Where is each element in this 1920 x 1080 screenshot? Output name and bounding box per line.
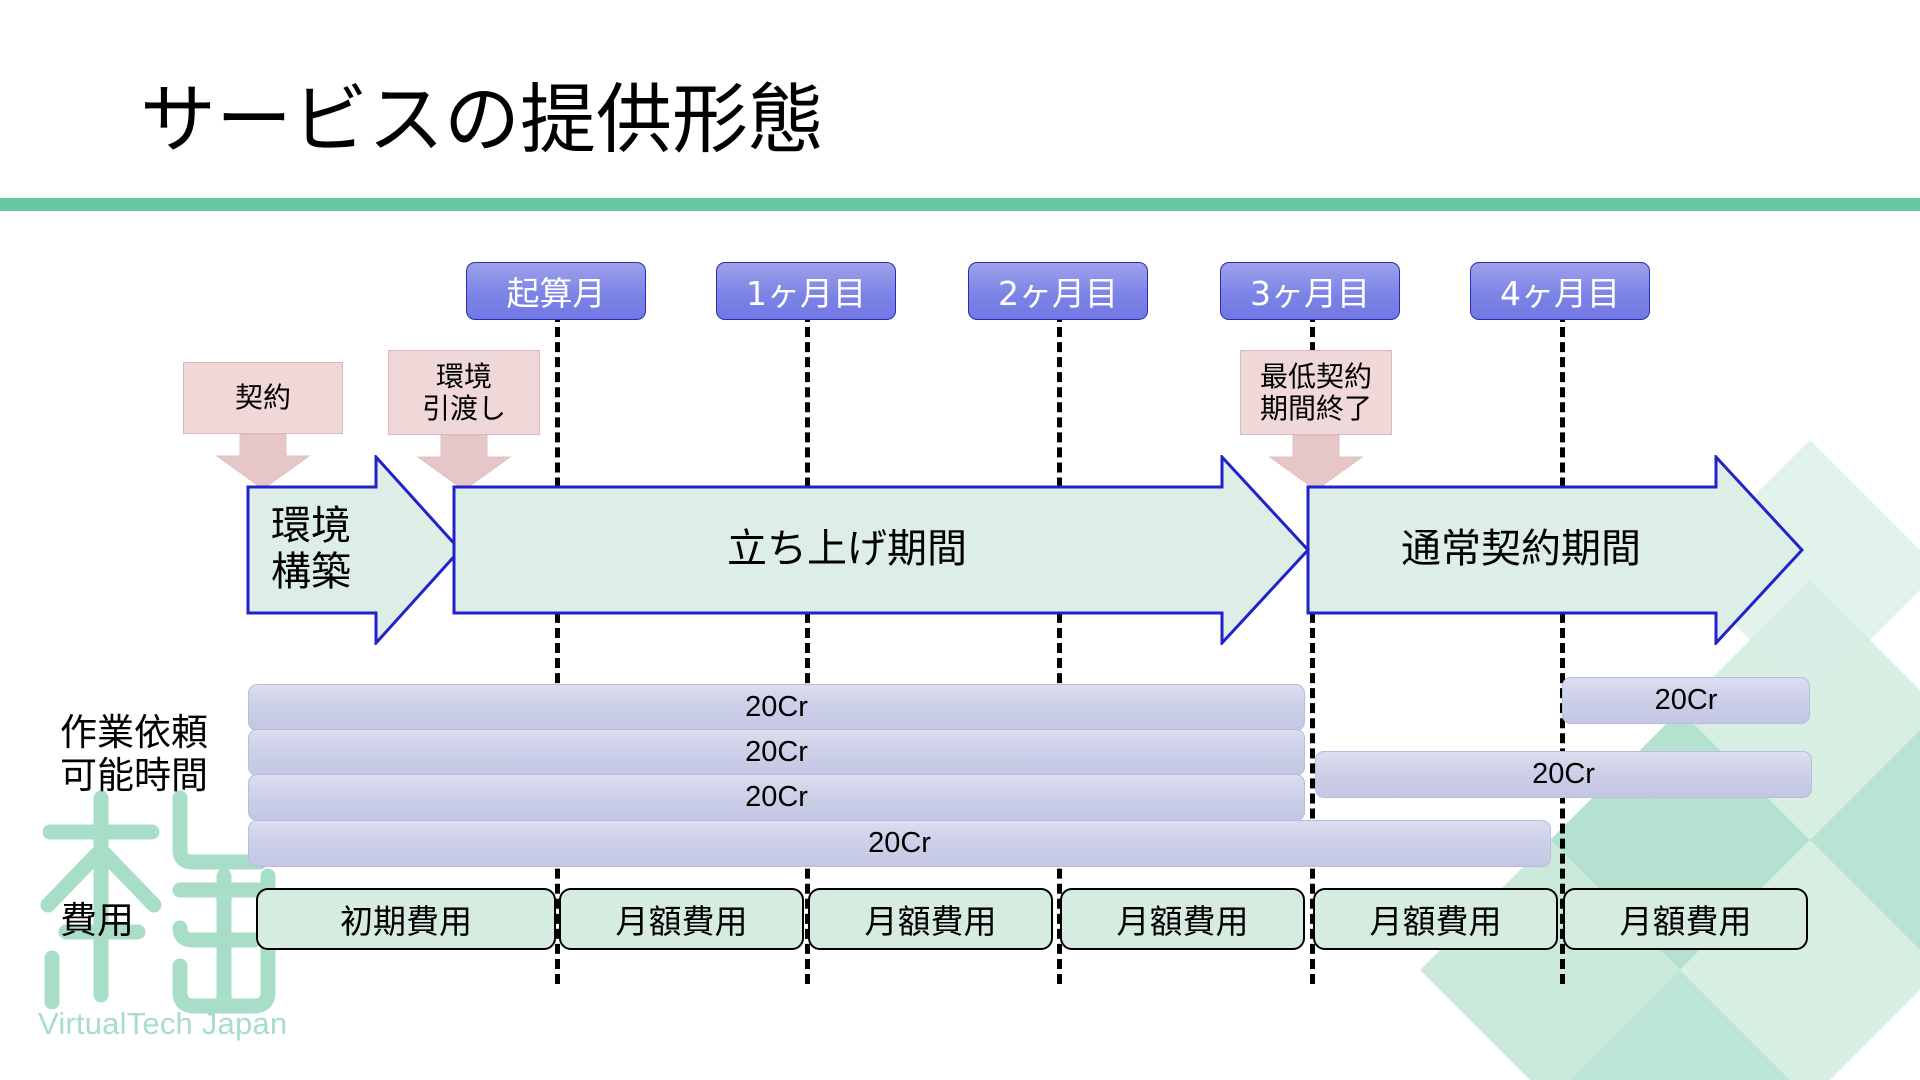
cost-box-1[interactable]: 月額費用	[559, 888, 804, 950]
cost-box-0[interactable]: 初期費用	[256, 888, 556, 950]
month-divider-0	[555, 312, 560, 984]
callout-environment-handover-box: 環境 引渡し	[388, 350, 540, 435]
phase-arrow-environment-build-shape	[246, 453, 463, 647]
callout-contract-box: 契約	[183, 362, 343, 434]
callout-minimum-term-end-line-1: 期間終了	[1259, 391, 1372, 425]
month-divider-4	[1560, 312, 1565, 984]
phase-arrow-normal-contract: 通常契約期間	[1306, 453, 1806, 647]
credit-bar-row2-extra[interactable]: 20Cr	[1315, 751, 1812, 798]
month-pill-4[interactable]: 4ヶ月目	[1470, 262, 1650, 320]
slide-title: サービスの提供形態	[140, 75, 824, 164]
credit-bar-row1-main[interactable]: 20Cr	[248, 684, 1305, 731]
phase-arrow-ramp-up-shape	[452, 453, 1311, 647]
callout-contract: 契約	[183, 362, 343, 490]
row-label-credits: 作業依頼 可能時間	[60, 711, 208, 797]
callout-minimum-term-end-box: 最低契約 期間終了	[1240, 350, 1392, 435]
month-divider-3	[1310, 312, 1315, 984]
callout-contract-line-0: 契約	[234, 381, 291, 415]
callout-environment-handover-arrow-icon	[416, 435, 512, 491]
phase-arrow-normal-contract-shape	[1306, 453, 1805, 647]
callout-environment-handover: 環境 引渡し	[388, 350, 540, 491]
month-divider-2	[1057, 312, 1062, 984]
credit-bar-row2-main[interactable]: 20Cr	[248, 729, 1305, 776]
row-label-cost: 費用	[60, 899, 134, 942]
cost-box-4[interactable]: 月額費用	[1313, 888, 1558, 950]
callout-contract-arrow-icon	[215, 434, 311, 490]
phase-arrow-ramp-up-label: 立ち上げ期間	[727, 526, 967, 573]
phase-arrow-normal-contract-label: 通常契約期間	[1401, 526, 1641, 573]
month-pill-0[interactable]: 起算月	[466, 262, 646, 320]
cost-box-5[interactable]: 月額費用	[1563, 888, 1808, 950]
month-pill-3[interactable]: 3ヶ月目	[1220, 262, 1400, 320]
phase-arrow-environment-build-label: 環境 構築	[271, 503, 351, 595]
callout-minimum-term-end: 最低契約 期間終了	[1240, 350, 1392, 491]
credit-bar-row4[interactable]: 20Cr	[248, 820, 1551, 867]
callout-environment-handover-line-1: 引渡し	[421, 391, 506, 425]
logo-wordmark: VirtualTech Japan	[38, 1006, 288, 1041]
month-pill-1[interactable]: 1ヶ月目	[716, 262, 896, 320]
phase-arrow-ramp-up: 立ち上げ期間	[452, 453, 1312, 647]
phase-arrow-environment-build: 環境 構築	[246, 453, 463, 647]
callout-minimum-term-end-arrow-icon	[1268, 435, 1364, 491]
credit-bar-row1-extra[interactable]: 20Cr	[1562, 677, 1810, 724]
title-divider-rule	[0, 198, 1920, 211]
cost-box-3[interactable]: 月額費用	[1060, 888, 1305, 950]
callout-minimum-term-end-line-0: 最低契約	[1259, 360, 1372, 394]
callout-environment-handover-line-0: 環境	[435, 360, 492, 394]
credit-bar-row3[interactable]: 20Cr	[248, 774, 1305, 821]
month-pill-2[interactable]: 2ヶ月目	[968, 262, 1148, 320]
cost-box-2[interactable]: 月額費用	[808, 888, 1053, 950]
month-divider-1	[805, 312, 810, 984]
